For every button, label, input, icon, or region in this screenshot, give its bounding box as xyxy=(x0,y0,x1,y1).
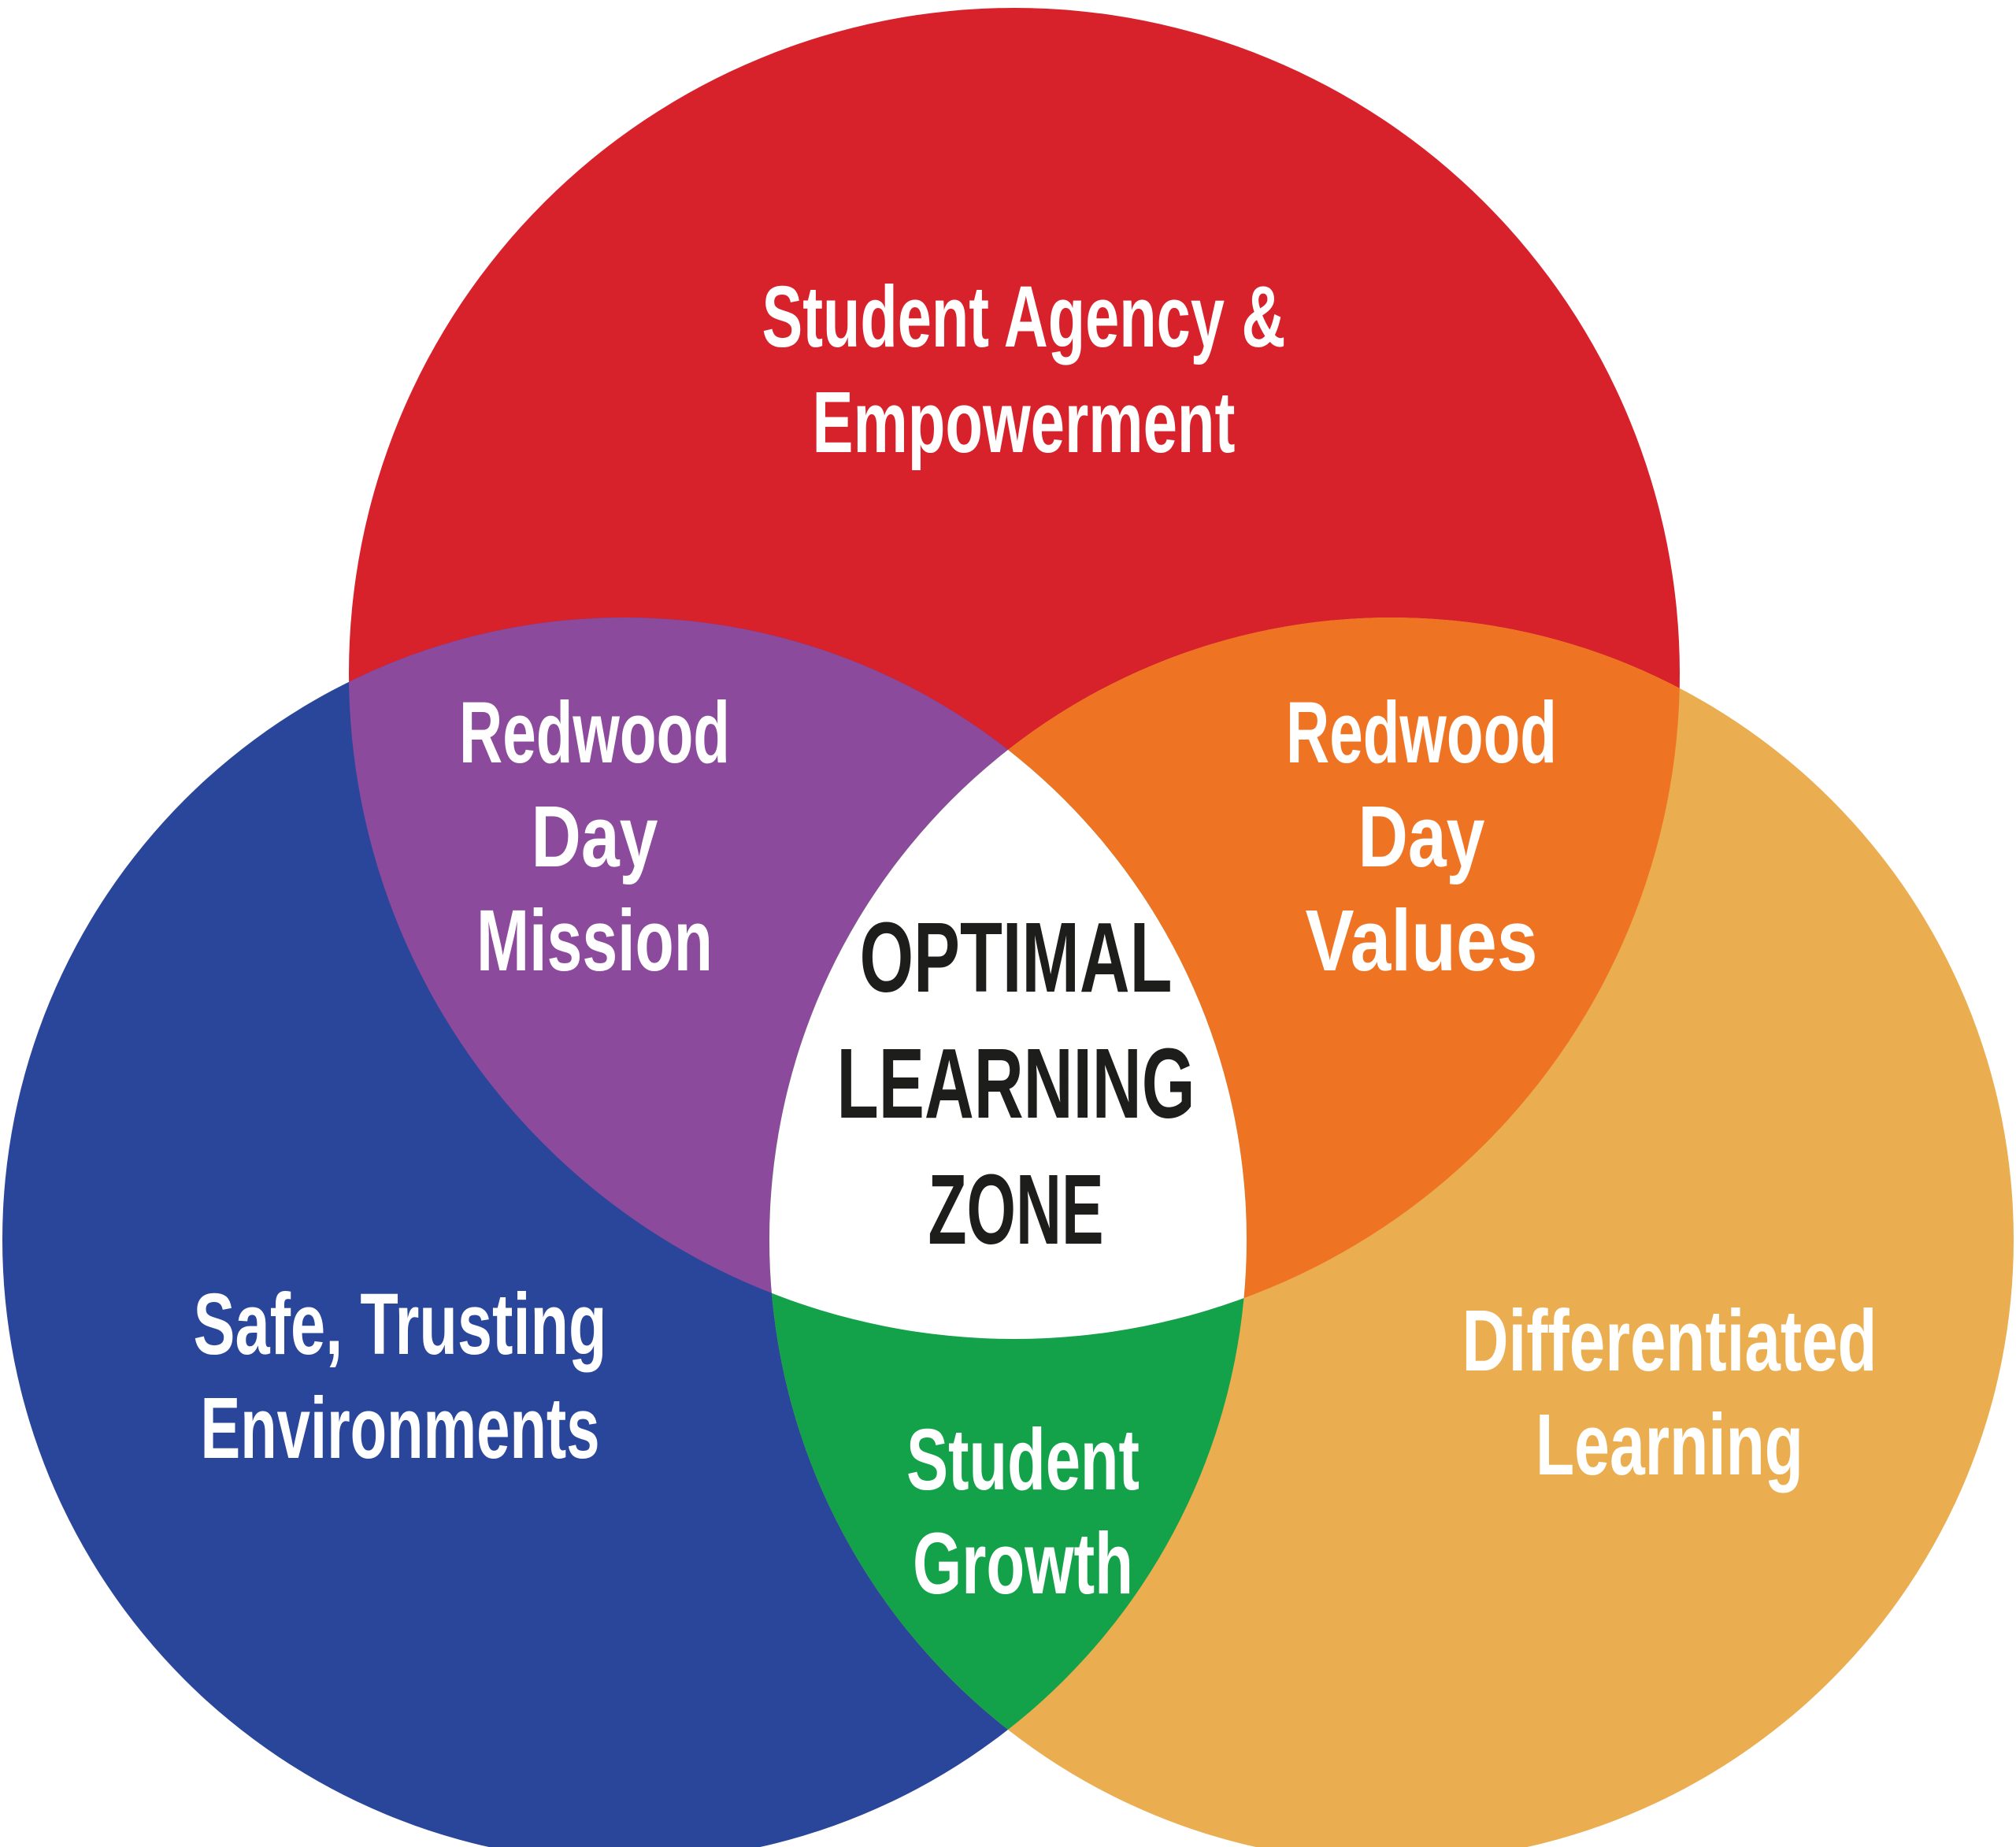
student-agency-line-2: Empowerment xyxy=(813,374,1236,471)
mission-line-3: Mission xyxy=(476,892,713,989)
growth-line-2: Growth xyxy=(913,1515,1133,1612)
center-line-1: OPTIMAL xyxy=(860,902,1173,1013)
center-line-2: LEARNING xyxy=(837,1028,1195,1139)
label-differentiated-learning: Differentiated Learning xyxy=(1462,1293,1877,1493)
mission-line-2: Day xyxy=(532,788,658,885)
differentiated-line-2: Learning xyxy=(1536,1396,1803,1493)
student-agency-line-1: Student Agency & xyxy=(762,269,1286,365)
values-line-3: Values xyxy=(1306,892,1538,989)
label-redwood-day-mission: Redwood Day Mission xyxy=(459,684,730,989)
mission-line-1: Redwood xyxy=(459,684,730,781)
growth-line-1: Student xyxy=(906,1411,1140,1508)
label-student-agency-empowerment: Student Agency & Empowerment xyxy=(762,269,1286,471)
values-line-2: Day xyxy=(1358,788,1485,885)
overlap-center-shape xyxy=(769,618,1247,1339)
safe-trusting-line-2: Environments xyxy=(201,1380,600,1477)
values-line-1: Redwood xyxy=(1286,684,1557,781)
label-optimal-learning-zone: OPTIMAL LEARNING ZONE xyxy=(837,902,1195,1265)
center-line-3: ZONE xyxy=(928,1154,1104,1265)
label-redwood-day-values: Redwood Day Values xyxy=(1286,684,1557,989)
label-safe-trusting-environments: Safe, Trusting Environments xyxy=(194,1276,607,1477)
safe-trusting-line-1: Safe, Trusting xyxy=(194,1276,607,1373)
overlap-region-center xyxy=(769,618,1247,1339)
differentiated-line-1: Differentiated xyxy=(1462,1293,1877,1389)
label-student-growth: Student Growth xyxy=(906,1411,1140,1612)
